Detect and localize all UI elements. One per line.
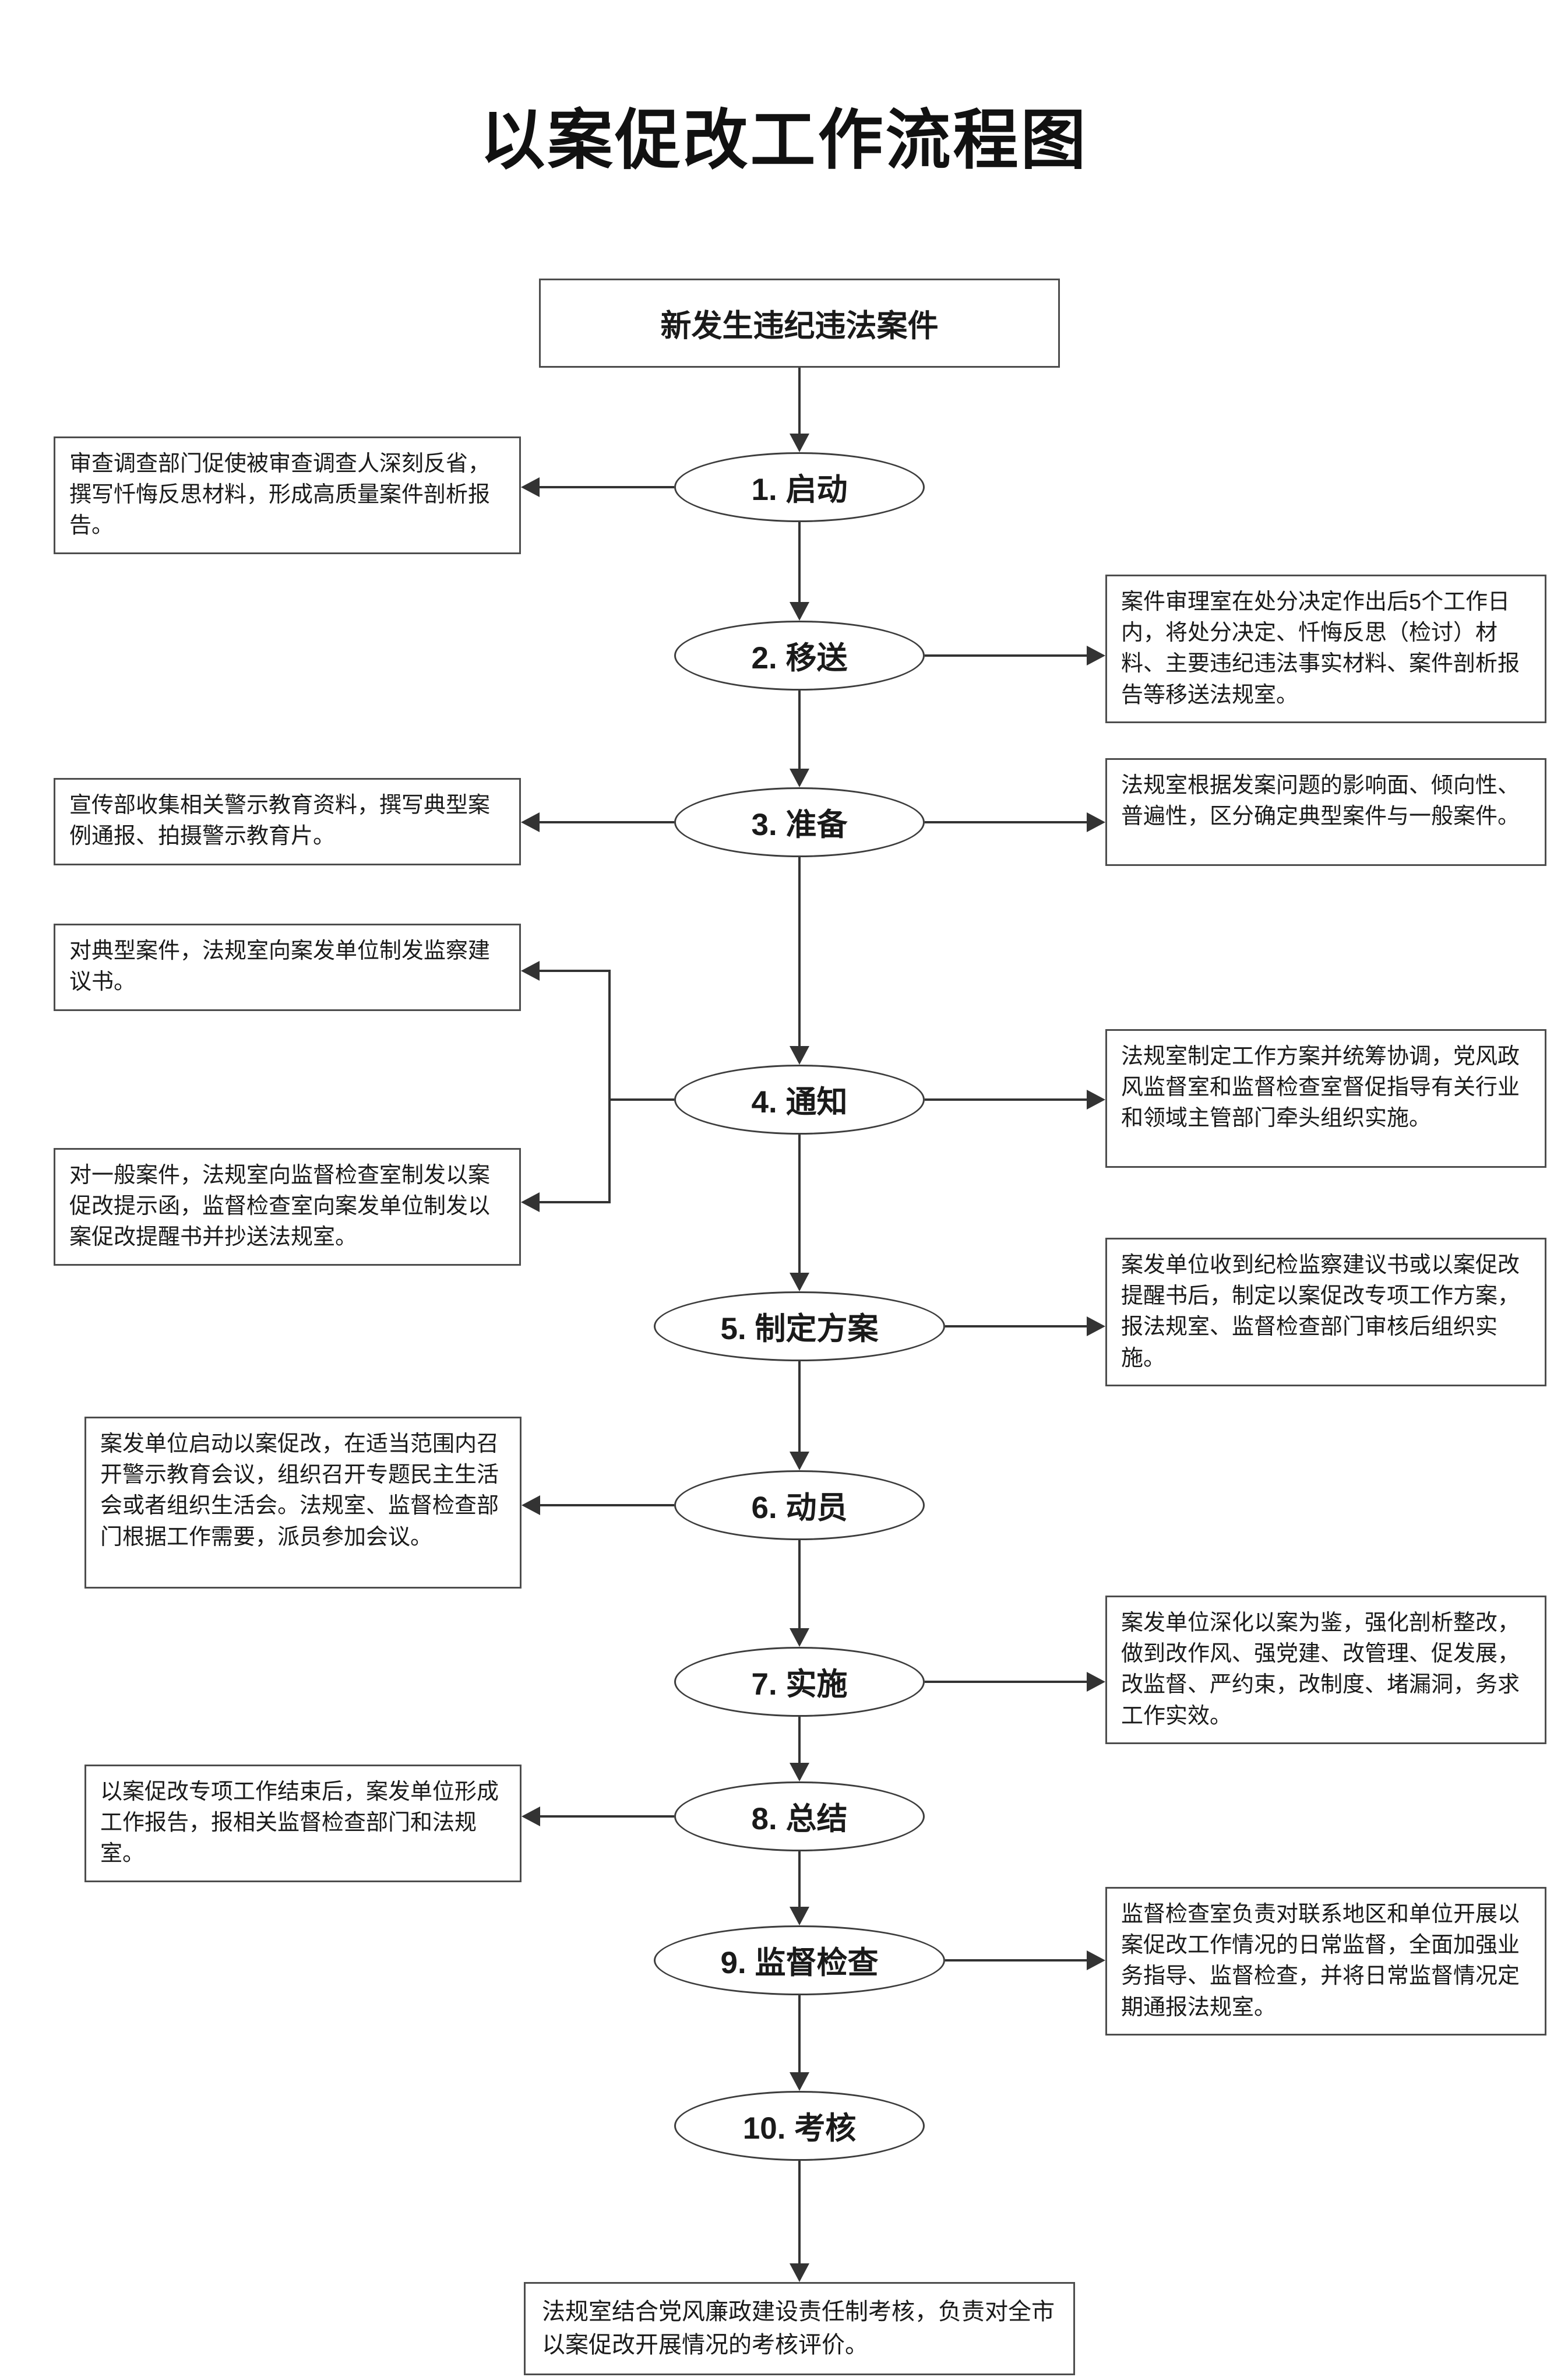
- note-right-step9: 监督检查室负责对联系地区和单位开展以案促改工作情况的日常监督，全面加强业务指导、…: [1105, 1887, 1546, 2036]
- note-left-step4-general: 对一般案件，法规室向监督检查室制发以案促改提示函，监督检查室向案发单位制发以案促…: [54, 1148, 521, 1266]
- note-left-step4-typical: 对典型案件，法规室向案发单位制发监察建议书。: [54, 924, 521, 1011]
- note-left-step3: 宣传部收集相关警示教育资料，撰写典型案例通报、拍摄警示教育片。: [54, 778, 521, 865]
- start-node: 新发生违纪违法案件: [539, 279, 1060, 368]
- note-left-step8: 以案促改专项工作结束后，案发单位形成工作报告，报相关监督检查部门和法规室。: [84, 1765, 522, 1882]
- step-node-4-tongzhi: 4. 通知: [674, 1065, 925, 1135]
- note-left-step1: 审查调查部门促使被审查调查人深刻反省，撰写忏悔反思材料，形成高质量案件剖析报告。: [54, 436, 521, 554]
- step-node-10-kaohe: 10. 考核: [674, 2091, 925, 2161]
- note-right-step7: 案发单位深化以案为鉴，强化剖析整改，做到改作风、强党建、改管理、促发展，改监督、…: [1105, 1596, 1546, 1744]
- step-node-3-zhunbei: 3. 准备: [674, 787, 925, 857]
- step-node-6-dongyuan: 6. 动员: [674, 1470, 925, 1540]
- note-right-step5: 案发单位收到纪检监察建议书或以案促改提醒书后，制定以案促改专项工作方案，报法规室…: [1105, 1238, 1546, 1386]
- page-title: 以案促改工作流程图: [480, 104, 1088, 177]
- step-node-9-jiandu-jiancha: 9. 监督检查: [654, 1925, 945, 1995]
- note-right-step2: 案件审理室在处分决定作出后5个工作日内，将处分决定、忏悔反思（检讨）材料、主要违…: [1105, 575, 1546, 723]
- step-node-7-shishi: 7. 实施: [674, 1647, 925, 1717]
- note-left-step6: 案发单位启动以案促改，在适当范围内召开警示教育会议，组织召开专题民主生活会或者组…: [84, 1417, 522, 1589]
- step-node-2-yisong: 2. 移送: [674, 621, 925, 691]
- step-node-1-qidong: 1. 启动: [674, 452, 925, 522]
- step-node-5-zhiding-fangan: 5. 制定方案: [654, 1291, 945, 1361]
- step-node-8-zongjie: 8. 总结: [674, 1781, 925, 1851]
- end-node: 法规室结合党风廉政建设责任制考核，负责对全市以案促改开展情况的考核评价。: [524, 2282, 1075, 2375]
- note-right-step3: 法规室根据发案问题的影响面、倾向性、普遍性，区分确定典型案件与一般案件。: [1105, 758, 1546, 866]
- note-right-step4: 法规室制定工作方案并统筹协调，党风政风监督室和监督检查室督促指导有关行业和领域主…: [1105, 1029, 1546, 1168]
